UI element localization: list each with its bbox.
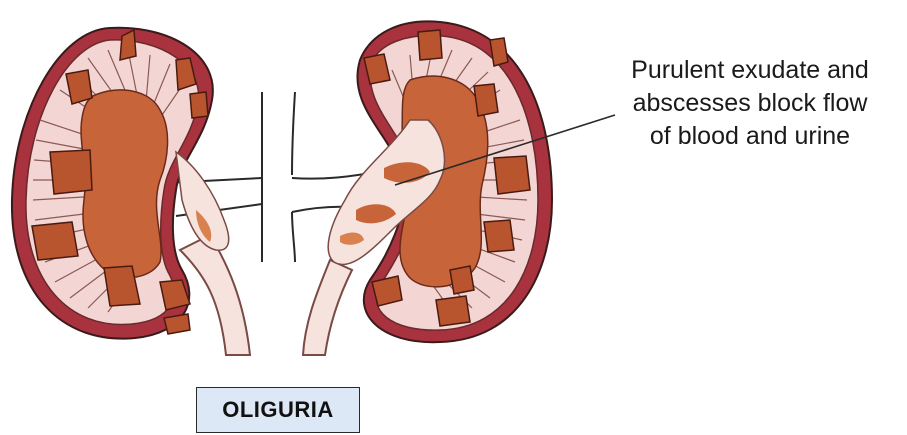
left-kidney-illustration <box>12 28 229 339</box>
annotation-line-2: abscesses block flow <box>600 87 900 120</box>
oliguria-label-box: OLIGURIA <box>196 387 360 433</box>
annotation-line-1: Purulent exudate and <box>600 54 900 87</box>
annotation-text: Purulent exudate and abscesses block flo… <box>600 54 900 153</box>
ureters <box>180 235 352 355</box>
oliguria-label: OLIGURIA <box>222 397 334 423</box>
annotation-line-3: of blood and urine <box>600 120 900 153</box>
right-kidney-illustration <box>328 21 552 342</box>
